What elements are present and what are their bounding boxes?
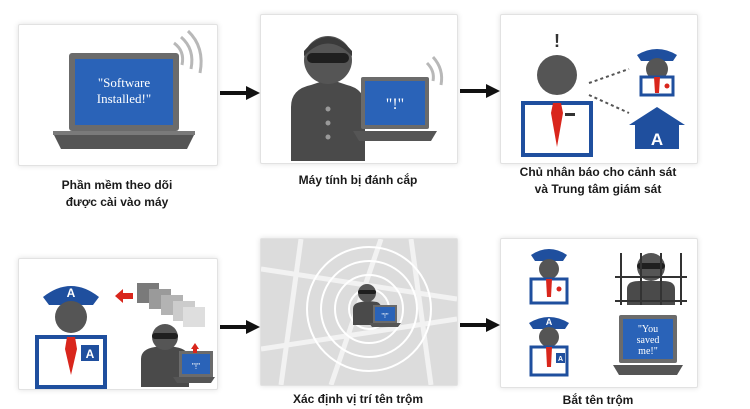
arrow-right-icon	[460, 84, 500, 98]
panel-software-installed: "Software Installed!"	[18, 24, 218, 166]
screen-text-line-2: saved	[637, 335, 660, 346]
laptop-illustration: "Software Installed!"	[53, 29, 203, 149]
screen-text: "!"	[386, 96, 404, 113]
cap-letter: A	[67, 286, 76, 300]
panel-monitoring: A A "!"	[18, 258, 218, 390]
thief-icon	[291, 36, 365, 161]
data-files-icon	[115, 283, 205, 327]
panel-computer-stolen: "!"	[260, 14, 458, 164]
police-icon	[529, 249, 569, 305]
laptop-icon	[353, 77, 437, 141]
house-letter: A	[651, 130, 663, 149]
thief-laptop-icon	[353, 284, 401, 327]
thief-laptop-icon	[141, 324, 215, 387]
police-icon	[637, 49, 677, 97]
recovery-illustration: A A "You saved me!"	[529, 249, 687, 377]
caption-line-1: Phần mềm theo dõi	[61, 178, 173, 192]
cap-letter: A	[546, 317, 553, 327]
monitoring-center-icon	[629, 107, 685, 149]
map-illustration: "!"	[261, 239, 457, 385]
badge-letter: A	[86, 347, 95, 361]
badge-letter: A	[558, 356, 563, 363]
arrow-right-icon	[220, 86, 260, 100]
caption-line-2: được cài vào máy	[65, 195, 169, 209]
wifi-icon	[425, 55, 444, 86]
screen-text-line-3: me!"	[638, 346, 658, 357]
panel-thief-caught: A A "You saved me!"	[500, 238, 698, 388]
alert-mark: !	[554, 31, 560, 51]
jailed-thief-icon	[615, 253, 687, 305]
wifi-icon	[173, 29, 203, 74]
arrow-right-icon	[460, 318, 500, 332]
connection-lines	[588, 68, 630, 114]
panel-locate-thief: "!"	[260, 238, 458, 386]
thief-illustration: "!"	[291, 36, 444, 161]
arrow-right-icon	[220, 320, 260, 334]
screen-text: "!"	[382, 313, 389, 320]
caption-owner-reports: Chủ nhân báo cho cảnh sát và Trung tâm g…	[500, 164, 696, 198]
caption-line-1: Bắt tên trộm	[562, 393, 634, 407]
caption-line-2: và Trung tâm giám sát	[534, 182, 662, 196]
police-officer-icon	[529, 317, 569, 377]
panel-owner-reports: ! A	[500, 14, 698, 164]
laptop-icon	[613, 315, 683, 375]
caption-line-1: Chủ nhân báo cho cảnh sát	[519, 165, 677, 179]
monitoring-illustration: A A "!"	[35, 283, 215, 389]
owner-icon	[521, 55, 593, 157]
caption-software-installed: Phần mềm theo dõi được cài vào máy	[18, 177, 216, 211]
laptop-icon	[53, 53, 195, 149]
screen-text-line-2: Installed!"	[97, 91, 151, 106]
police-officer-icon	[35, 286, 107, 389]
caption-line-1: Máy tính bị đánh cắp	[298, 173, 418, 187]
screen-text-line-1: "You	[638, 324, 658, 335]
caption-thief-caught: Bắt tên trộm	[500, 392, 696, 409]
owner-report-illustration: ! A	[521, 31, 685, 157]
caption-computer-stolen: Máy tính bị đánh cắp	[260, 172, 456, 189]
screen-text-line-1: "Software	[98, 75, 150, 90]
screen-text: "!"	[192, 362, 200, 371]
